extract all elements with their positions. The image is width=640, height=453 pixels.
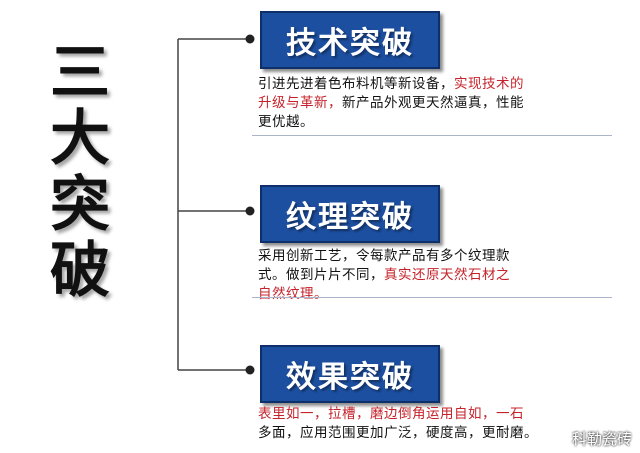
heading-box-tech: 技术突破 [260, 11, 440, 69]
desc-line: 采用创新工艺，令每款产品有多个纹理款 [258, 248, 510, 264]
divider [252, 135, 612, 136]
desc-line: 表里如一，拉槽，磨边倒角运用自如，一石 [258, 406, 524, 422]
heading-box-effect: 效果突破 [260, 345, 440, 403]
heading-label: 技术突破 [286, 26, 414, 61]
description-tech: 引进先进着色布料机等新设备，实现技术的 升级与革新，新产品外观更天然逼真，性能 … [258, 75, 618, 132]
connector-dot-1 [245, 34, 255, 44]
title-char: 突 [50, 170, 110, 240]
heading-label: 纹理突破 [286, 200, 414, 235]
title-char: 大 [50, 104, 110, 174]
main-title: 三 大 突 破 [44, 40, 116, 304]
heading-label: 效果突破 [286, 360, 414, 395]
wechat-icon [548, 429, 568, 449]
desc-line: 引进先进着色布料机等新设备，实现技术的 [258, 76, 524, 92]
desc-line: 多面，应用范围更加广泛，硬度高，更耐磨。 [258, 425, 538, 441]
desc-line: 自然纹理。 [258, 286, 328, 302]
title-char: 破 [50, 236, 110, 306]
desc-line: 更优越。 [258, 114, 314, 130]
connector-dot-3 [245, 365, 255, 375]
desc-line: 式。做到片片不同，真实还原天然石材之 [258, 267, 510, 283]
title-char: 三 [50, 38, 110, 108]
description-texture: 采用创新工艺，令每款产品有多个纹理款 式。做到片片不同，真实还原天然石材之 自然… [258, 247, 618, 304]
connector-dot-2 [245, 206, 255, 216]
heading-box-texture: 纹理突破 [260, 185, 440, 243]
watermark-label: 科勒瓷砖 [571, 430, 632, 448]
desc-line: 升级与革新，新产品外观更天然逼真，性能 [258, 95, 524, 111]
divider [252, 297, 612, 298]
description-effect: 表里如一，拉槽，磨边倒角运用自如，一石 多面，应用范围更加广泛，硬度高，更耐磨。 [258, 405, 628, 443]
watermark: 科勒瓷砖 [548, 428, 632, 449]
